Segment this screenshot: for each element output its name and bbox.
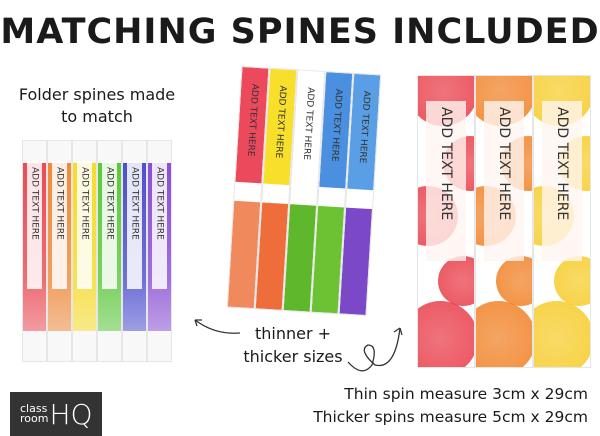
watercolor-dot — [554, 256, 590, 306]
spine-label: ADD TEXT HERE — [438, 107, 454, 221]
spine-label: ADD TEXT HERE — [79, 167, 90, 240]
watercolor-dot — [418, 301, 474, 367]
watercolor-dot — [476, 301, 532, 367]
folder-spine: ADD TEXT HERE — [147, 140, 172, 362]
thick-measurement: Thicker spins measure 5cm x 29cm — [313, 408, 588, 426]
note-line-2: thicker sizes — [243, 347, 343, 366]
logo-line-1: class — [20, 402, 48, 415]
spine-label: ADD TEXT HERE — [496, 107, 512, 221]
spine-label-box: ADD TEXT HERE — [542, 101, 582, 261]
note-line-1: thinner + — [254, 324, 332, 343]
polka-spine: ADD TEXT HERE — [417, 75, 475, 368]
polka-spine: ADD TEXT HERE — [533, 75, 591, 368]
folder-spine: ADD TEXT HERE — [72, 140, 97, 362]
right-loop-arrow-icon — [347, 327, 401, 372]
subtitle: Folder spines made to match — [18, 85, 176, 126]
spine-label: ADD TEXT HERE — [129, 167, 140, 240]
spine-label-box: ADD TEXT HERE — [27, 161, 42, 289]
spine-label: ADD TEXT HERE — [29, 167, 40, 240]
polka-dot-spines-group: ADD TEXT HERE ADD TEXT HERE ADD TEXT HERE — [417, 75, 591, 368]
spine-label: ADD TEXT HERE — [554, 107, 570, 221]
logo-mark: HQ — [49, 397, 93, 431]
folder-spines-group: ADD TEXT HERE ADD TEXT HERE ADD TEXT HERE A… — [22, 140, 172, 362]
watercolor-dot — [496, 256, 532, 306]
thin-measurement: Thin spin measure 3cm x 29cm — [344, 385, 588, 403]
spine-label-box: ADD TEXT HERE — [484, 101, 524, 261]
spine-label-box: ADD TEXT HERE — [77, 161, 92, 289]
folder-spine: ADD TEXT HERE — [122, 140, 147, 362]
folder-spine: ADD TEXT HERE — [97, 140, 122, 362]
measurements: Thin spin measure 3cm x 29cm Thicker spi… — [313, 383, 588, 429]
folder-spine: ADD TEXT HERE — [22, 140, 47, 362]
left-arrow-icon — [194, 319, 241, 334]
polka-spine: ADD TEXT HERE — [475, 75, 533, 368]
spine-label-box: ADD TEXT HERE — [152, 161, 167, 289]
spine-label-box: ADD TEXT HERE — [127, 161, 142, 289]
page-title: MATCHING SPINES INCLUDED — [0, 12, 600, 52]
logo-line-2: room — [20, 412, 49, 425]
watercolor-dot — [438, 256, 474, 306]
spine-label: ADD TEXT HERE — [154, 167, 165, 240]
spine-label-box: ADD TEXT HERE — [426, 101, 466, 261]
spine-label: ADD TEXT HERE — [54, 167, 65, 240]
sizes-note: thinner + thicker sizes — [228, 322, 358, 368]
watercolor-dot — [534, 301, 590, 367]
folder-spine: ADD TEXT HERE — [47, 140, 72, 362]
spine-label-box: ADD TEXT HERE — [52, 161, 67, 289]
spine-label: ADD TEXT HERE — [104, 167, 115, 240]
spine-label-box: ADD TEXT HERE — [102, 161, 117, 289]
